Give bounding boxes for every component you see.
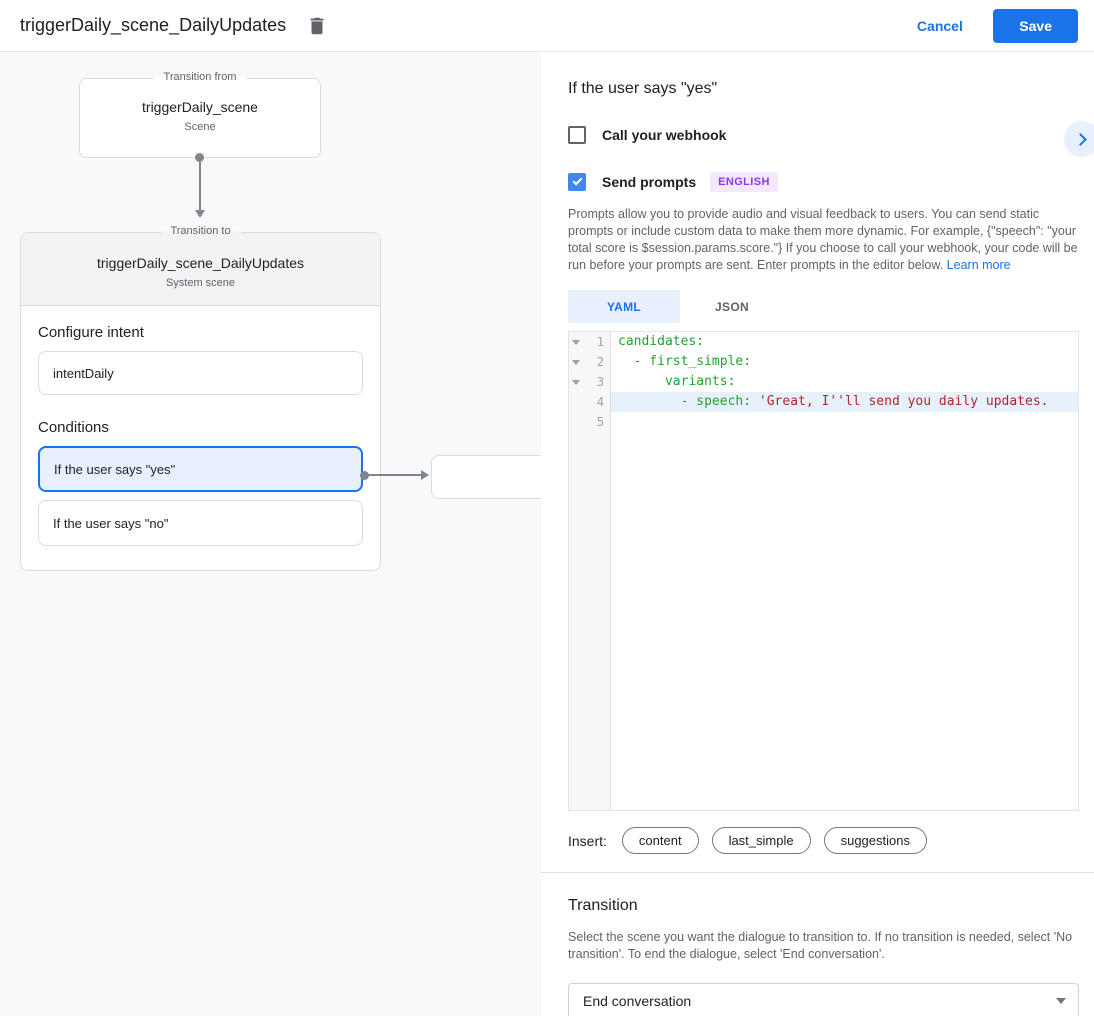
send-prompts-label: Send prompts: [602, 174, 696, 190]
editor-format-tabs: YAML JSON: [568, 290, 1078, 323]
transition-target-node[interactable]: [431, 455, 541, 499]
insert-chip-last-simple[interactable]: last_simple: [712, 827, 811, 854]
code-line: - first_simple:: [611, 352, 1078, 372]
to-node-subtitle: System scene: [21, 277, 380, 289]
code-line-active: - speech: 'Great, I''ll send you daily u…: [611, 392, 1078, 412]
transition-from-node[interactable]: Transition from triggerDaily_scene Scene: [79, 78, 321, 158]
cancel-button[interactable]: Cancel: [905, 10, 975, 42]
condition-detail-panel: If the user says "yes" Call your webhook…: [541, 52, 1094, 1016]
tab-yaml[interactable]: YAML: [568, 290, 680, 323]
arrow-down-icon: [195, 210, 205, 218]
caret-down-icon: [1056, 998, 1066, 1004]
collapse-panel-button[interactable]: [1064, 121, 1094, 157]
fold-toggle-icon[interactable]: [572, 360, 580, 365]
code-token: 'Great, I''ll send you daily updates.: [759, 394, 1049, 409]
save-button[interactable]: Save: [993, 9, 1078, 43]
code-line: candidates:: [611, 332, 1078, 352]
code-line: variants:: [611, 372, 1078, 392]
from-node-subtitle: Scene: [80, 121, 320, 133]
condition-item-yes[interactable]: If the user says "yes": [38, 446, 363, 492]
transition-section: Transition Select the scene you want the…: [541, 872, 1094, 1016]
transition-title: Transition: [568, 897, 1078, 915]
condition-item-no[interactable]: If the user says "no": [38, 500, 363, 546]
line-number: 3: [597, 375, 604, 389]
to-node-header: triggerDaily_scene_DailyUpdates System s…: [21, 233, 380, 306]
connector-line-horizontal: [365, 474, 421, 476]
panel-title: If the user says "yes": [568, 80, 1078, 98]
transition-description: Select the scene you want the dialogue t…: [568, 929, 1073, 963]
language-badge: ENGLISH: [710, 172, 778, 192]
code-token: variants:: [618, 374, 735, 389]
connector-line-vertical: [199, 158, 201, 212]
page-title: triggerDaily_scene_DailyUpdates: [20, 15, 286, 36]
code-token: candidates:: [618, 334, 704, 349]
checkmark-icon: [573, 176, 583, 186]
webhook-label: Call your webhook: [602, 127, 726, 143]
to-node-title: triggerDaily_scene_DailyUpdates: [21, 255, 380, 271]
send-prompts-checkbox[interactable]: [568, 173, 586, 191]
transition-from-legend: Transition from: [154, 71, 247, 83]
chevron-right-icon: [1074, 133, 1087, 146]
scene-diagram-canvas: Transition from triggerDaily_scene Scene…: [0, 52, 541, 1016]
configure-intent-label: Configure intent: [38, 324, 363, 341]
transition-select[interactable]: End conversation: [568, 983, 1079, 1016]
topbar: triggerDaily_scene_DailyUpdates Cancel S…: [0, 0, 1094, 52]
code-token: - speech:: [618, 394, 759, 409]
line-number: 5: [597, 415, 604, 429]
prompts-description: Prompts allow you to provide audio and v…: [568, 206, 1082, 274]
code-token: - first_simple:: [618, 354, 751, 369]
transition-to-node: Transition to triggerDaily_scene_DailyUp…: [20, 232, 381, 571]
trash-icon: [306, 15, 328, 37]
tab-json[interactable]: JSON: [680, 290, 784, 323]
insert-chip-suggestions[interactable]: suggestions: [824, 827, 927, 854]
insert-label: Insert:: [568, 833, 607, 849]
line-number: 4: [597, 395, 604, 409]
editor-code-area[interactable]: candidates: - first_simple: variants: - …: [611, 332, 1078, 810]
code-line: [611, 412, 1078, 432]
editor-gutter: 1 2 3 4 5: [569, 332, 611, 810]
transition-to-legend: Transition to: [160, 225, 240, 237]
intent-item[interactable]: intentDaily: [38, 351, 363, 395]
conditions-label: Conditions: [38, 419, 363, 436]
line-number: 1: [597, 335, 604, 349]
learn-more-link[interactable]: Learn more: [947, 258, 1011, 272]
fold-toggle-icon[interactable]: [572, 380, 580, 385]
prompt-code-editor[interactable]: 1 2 3 4 5 candidates: - first_simple: va…: [568, 331, 1079, 811]
line-number: 2: [597, 355, 604, 369]
delete-button[interactable]: [304, 13, 330, 39]
transition-select-value: End conversation: [583, 993, 691, 1009]
arrow-right-icon: [421, 470, 429, 480]
insert-chip-content[interactable]: content: [622, 827, 699, 854]
from-node-title: triggerDaily_scene: [80, 99, 320, 115]
webhook-checkbox[interactable]: [568, 126, 586, 144]
fold-toggle-icon[interactable]: [572, 340, 580, 345]
